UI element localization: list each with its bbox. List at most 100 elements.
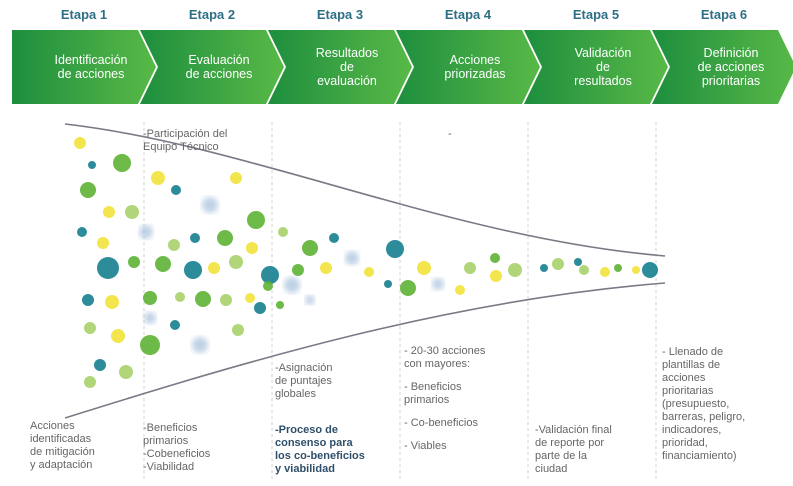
funnel-dot	[490, 270, 502, 282]
note-line: -Asignación	[275, 362, 333, 374]
funnel-dot	[329, 233, 339, 243]
funnel-dot	[88, 161, 96, 169]
funnel-dot	[217, 230, 233, 246]
note-line: -Cobeneficios	[143, 448, 211, 460]
funnel-dot	[284, 277, 300, 293]
stage-5-chevron	[524, 30, 668, 104]
funnel-dot	[632, 266, 640, 274]
funnel-dot	[125, 205, 139, 219]
note-line: - Llenado de	[662, 346, 724, 358]
stage-5-label-line: resultados	[574, 74, 632, 88]
stage-3-chevron	[268, 30, 412, 104]
note-line: globales	[275, 388, 316, 400]
funnel-dot	[278, 227, 288, 237]
funnel-upper-curve	[64, 123, 666, 257]
note-line: Equipo Técnico	[143, 141, 219, 153]
funnel-dot	[190, 233, 200, 243]
funnel-dot	[143, 291, 157, 305]
note-stage2-bottom: -Beneficios primarios -Cobeneficios -Via…	[143, 422, 210, 474]
funnel-dot	[111, 329, 125, 343]
funnel-dot	[574, 258, 582, 266]
funnel-dot	[642, 262, 658, 278]
stage-5-label-line: Validación	[574, 46, 632, 60]
funnel-dot	[490, 253, 500, 263]
note-line: primarios	[143, 435, 189, 447]
funnel-dot	[386, 240, 404, 258]
funnel-dot	[245, 293, 255, 303]
stage-1-label-line: Identificación	[54, 53, 128, 67]
stage-6-chevron	[652, 30, 793, 104]
note-line: -Validación final	[535, 424, 612, 436]
funnel-dot	[230, 172, 242, 184]
funnel-dot	[94, 359, 106, 371]
note-stage2-top: -Participación del Equipo Técnico	[143, 128, 227, 154]
stage-6-title: Etapa 6	[700, 7, 748, 22]
funnel-dot	[151, 171, 165, 185]
funnel-dot	[263, 281, 273, 291]
stage-4-title: Etapa 4	[444, 7, 492, 22]
stage-2-chevron	[140, 30, 284, 104]
funnel-dot	[82, 294, 94, 306]
funnel-dot	[97, 237, 109, 249]
stage-5-title: Etapa 5	[572, 7, 620, 22]
stage-6-label-line: Definición	[703, 46, 759, 60]
note-stage3-mid: -Asignación de puntajes globales	[275, 362, 332, 401]
note-line: consenso para	[275, 437, 353, 449]
note-line: acciones	[662, 372, 706, 384]
funnel-dot	[305, 295, 315, 305]
funnel-dot	[455, 285, 465, 295]
note-line: -Proceso de	[275, 424, 338, 436]
funnel-dot	[84, 376, 96, 388]
funnel-dot	[140, 335, 160, 355]
note-line: - Viables	[404, 440, 447, 452]
stage-1-label-line: de acciones	[57, 67, 125, 81]
funnel-dot	[168, 239, 180, 251]
note-line: parte de la	[535, 450, 587, 462]
funnel-dot	[192, 337, 208, 353]
funnel-dot	[464, 262, 476, 274]
funnel-dot	[292, 264, 304, 276]
funnel-dot	[400, 280, 416, 296]
stage-3-label-line: Resultados	[315, 46, 379, 60]
funnel-dot	[208, 262, 220, 274]
funnel-dot	[579, 265, 589, 275]
stage-4-label-line: priorizadas	[444, 67, 506, 81]
note-line: prioridad,	[662, 437, 708, 449]
stage-4-label-line: Acciones	[449, 53, 501, 67]
stage-5-label-line: de	[596, 60, 610, 74]
note-line: identificadas	[30, 433, 92, 445]
funnel-dot	[261, 266, 279, 284]
note-line	[404, 371, 485, 381]
funnel-dot	[155, 256, 171, 272]
funnel-dot	[171, 185, 181, 195]
stage-2-label-line: Evaluación	[188, 53, 250, 67]
funnel-dot	[417, 261, 431, 275]
note-line: plantillas de	[662, 359, 721, 371]
funnel-dots	[74, 137, 658, 388]
funnel-dot	[229, 255, 243, 269]
note-line: los co-beneficios	[275, 450, 365, 462]
stage-chevrons	[12, 30, 793, 104]
note-line: - Beneficios	[404, 381, 462, 393]
funnel-dot	[105, 295, 119, 309]
note-line: primarios	[404, 394, 450, 406]
funnel-dot	[184, 261, 202, 279]
stage-1-title: Etapa 1	[60, 7, 108, 22]
note-line: y viabilidad	[275, 463, 335, 475]
funnel-dot	[97, 257, 119, 279]
note-line: y adaptación	[30, 459, 93, 471]
funnel-dot	[175, 292, 185, 302]
note-stage5-bottom: -Validación final de reporte por parte d…	[535, 424, 612, 476]
funnel-dot	[247, 211, 265, 229]
note-line: -Beneficios	[143, 422, 198, 434]
note-line: -	[448, 128, 452, 140]
funnel-dot	[232, 324, 244, 336]
note-line	[404, 430, 485, 440]
funnel-dot	[345, 251, 359, 265]
note-line: de reporte por	[535, 437, 605, 449]
funnel-dot	[220, 294, 232, 306]
stage-3-title: Etapa 3	[316, 7, 364, 22]
note-line: -Participación del	[143, 128, 228, 140]
